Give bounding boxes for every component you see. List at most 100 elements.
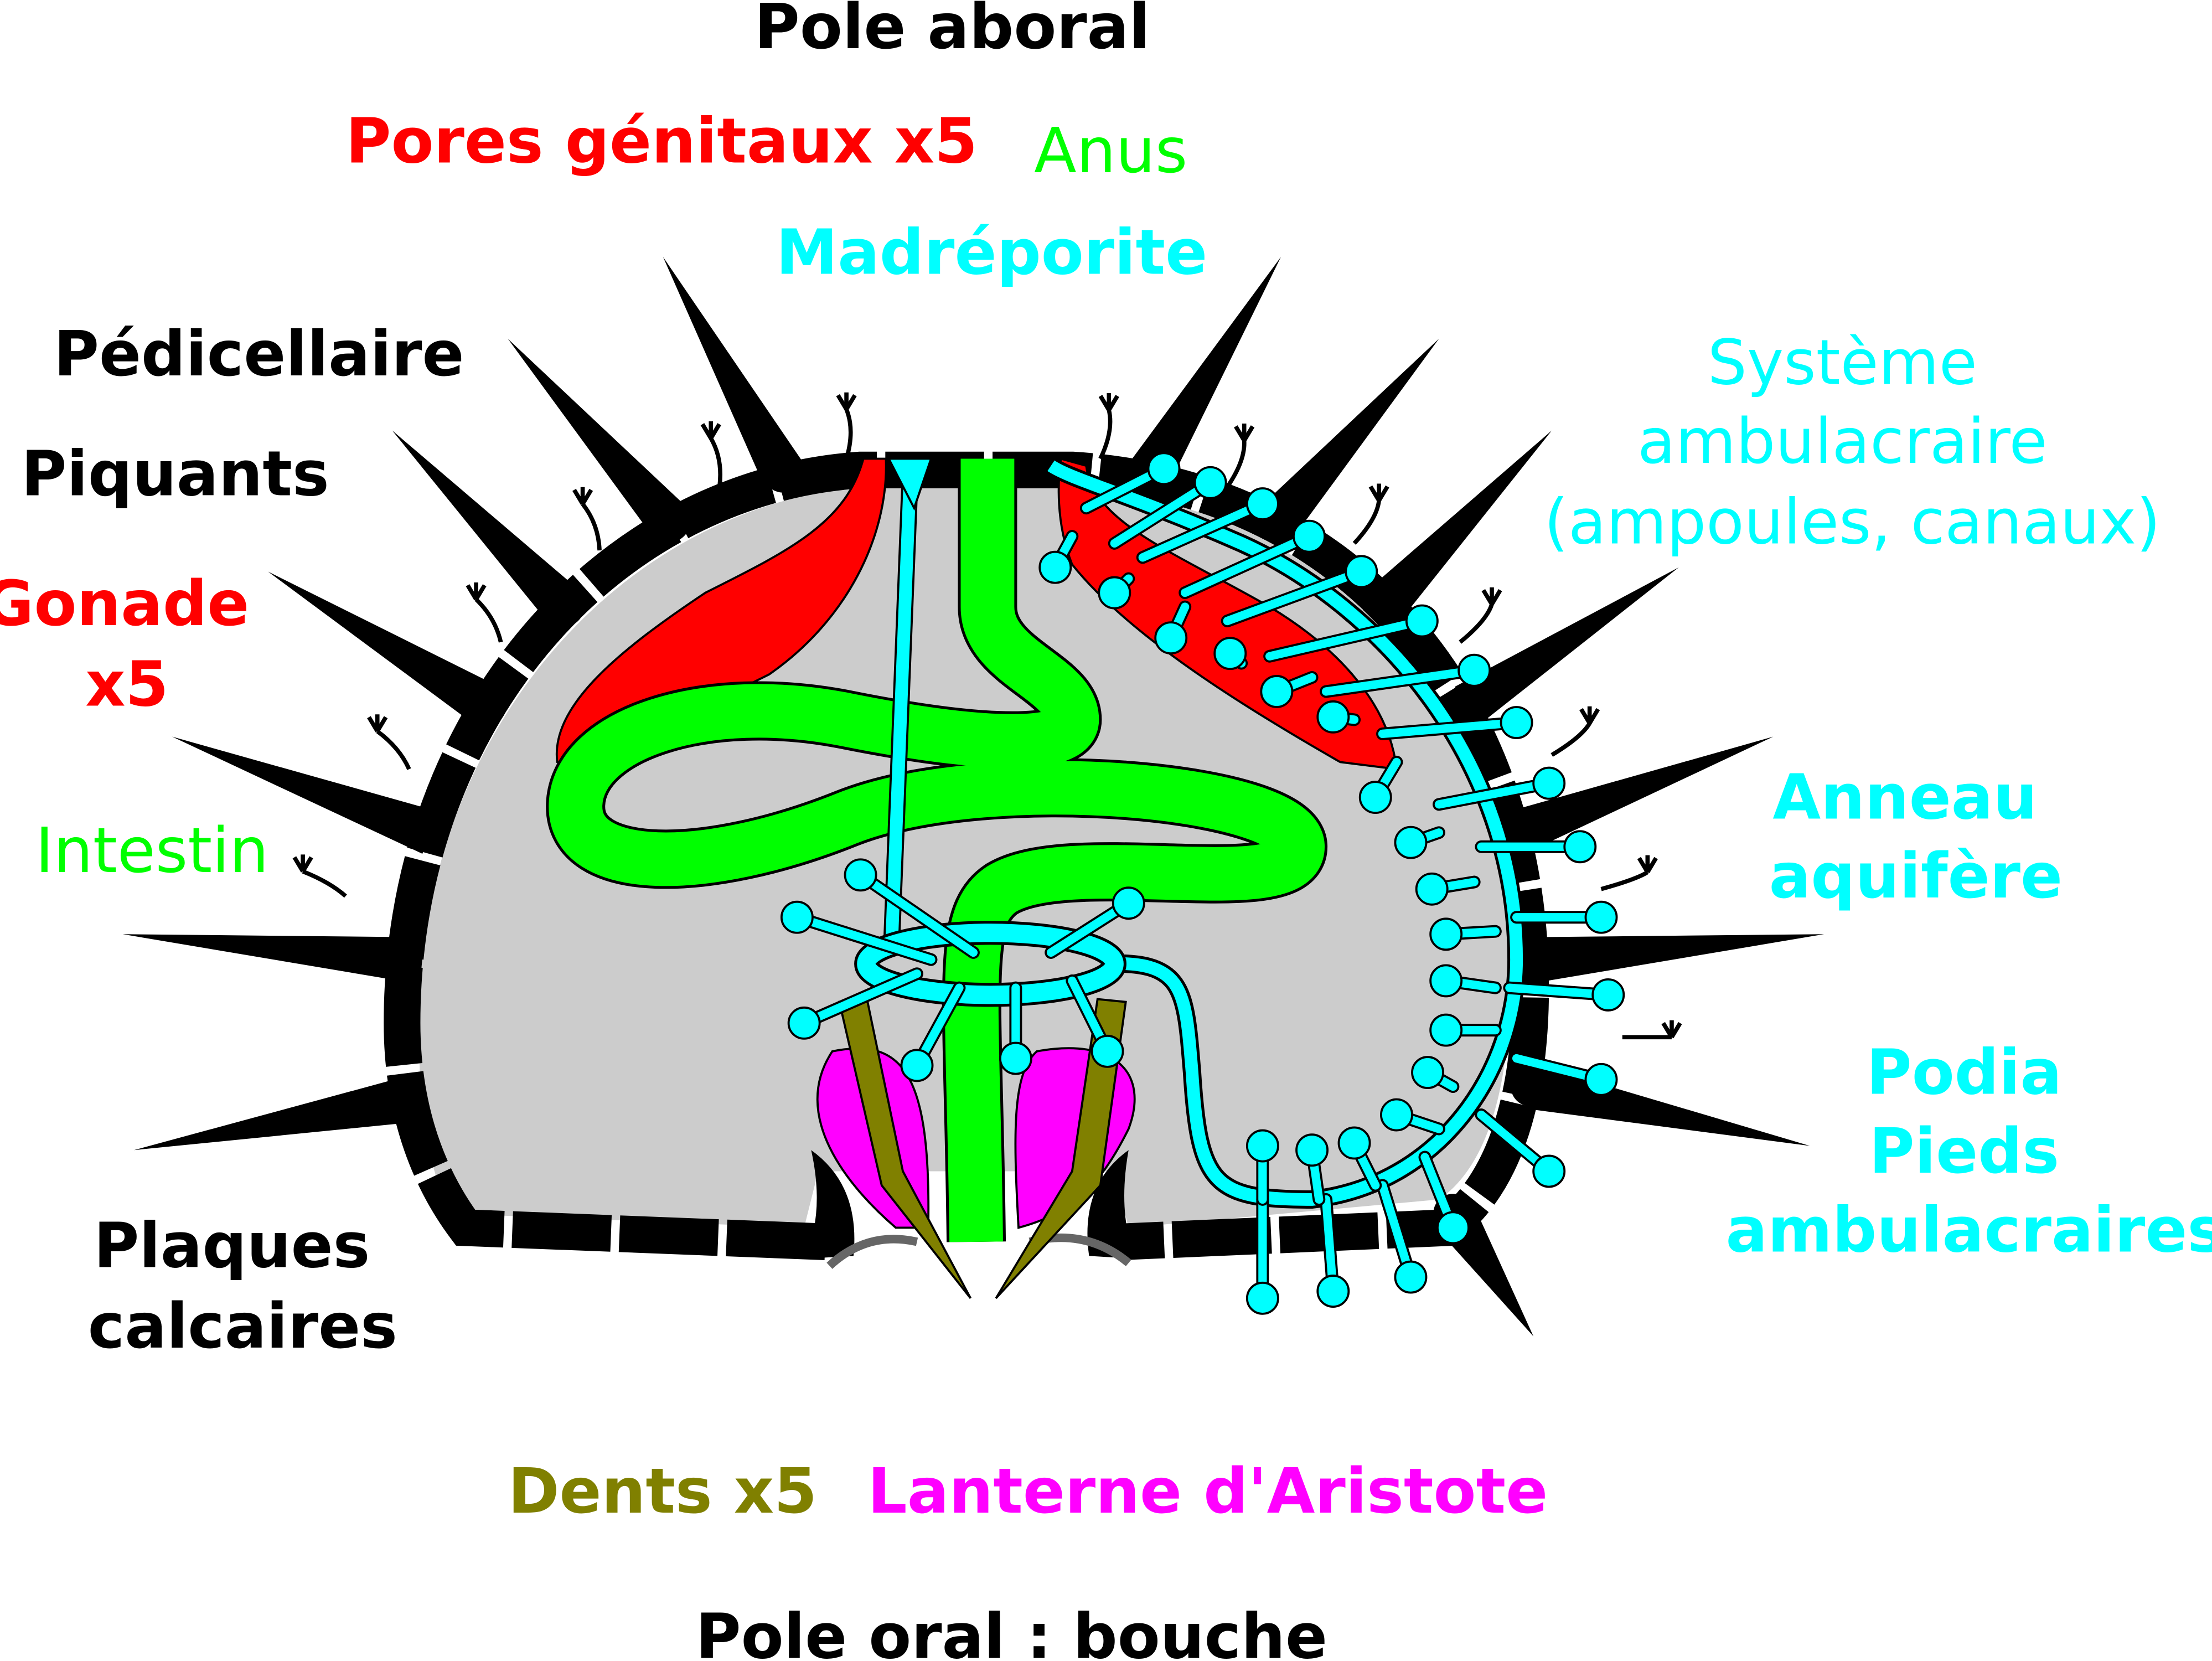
pedicellaire: [1600, 855, 1658, 891]
ampulla: [1293, 519, 1326, 553]
ampulla: [1394, 826, 1428, 859]
label-line: Plaques: [94, 1210, 370, 1282]
label-madreporite: Madréporite: [776, 217, 1208, 289]
spine: [1455, 567, 1679, 725]
label-piquants: Piquants: [21, 439, 329, 510]
ampulla: [1337, 1126, 1371, 1160]
pedicellaire: [466, 582, 503, 643]
ampulla: [1411, 1056, 1444, 1090]
label-line: (ampoules, canaux): [1544, 486, 2161, 558]
gonad-left: [555, 457, 887, 771]
stone-canal: [885, 479, 917, 946]
podium: [1378, 718, 1521, 739]
label-pedicellaire: Pédicellaire: [54, 318, 464, 390]
spine: [172, 736, 438, 854]
podium: [1321, 666, 1479, 696]
podium: [1138, 499, 1267, 562]
label-gonade-line: Gonade: [0, 568, 249, 640]
ampulla: [1584, 900, 1618, 934]
ampulla: [1591, 978, 1625, 1012]
pedicellaire: [1622, 1020, 1682, 1040]
label-line: aquifère: [1769, 840, 2063, 912]
spine: [1366, 430, 1552, 623]
label-line: Pieds: [1869, 1116, 2059, 1188]
label-systeme-ambulacraire: Système ambulacraire (ampoules, canaux): [1544, 327, 2161, 558]
ampulla: [1245, 1129, 1279, 1163]
podium: [1434, 778, 1553, 809]
ring-canal: [857, 924, 1124, 1004]
pedicellaire: [1352, 483, 1389, 545]
ampulla: [1563, 830, 1597, 864]
ampulla: [1098, 576, 1131, 610]
spine: [1130, 257, 1281, 485]
tooth-right: [995, 998, 1127, 1299]
spine: [1536, 934, 1825, 982]
pedicellaire: [1098, 393, 1119, 460]
spine: [134, 1078, 406, 1151]
ampulla: [1316, 700, 1350, 734]
ampulla: [787, 1006, 821, 1040]
ampulla: [1260, 675, 1294, 708]
label-line: ambulacraires: [1726, 1195, 2212, 1267]
ampullae-and-podia: [780, 452, 1625, 1315]
label-line: calcaires: [88, 1291, 397, 1363]
ampulla: [1429, 1013, 1463, 1047]
label-plaques-calcaires: Plaques calcaires: [88, 1210, 397, 1363]
label-line: Système: [1708, 327, 1977, 399]
ampulla: [1429, 917, 1463, 951]
ampulla: [1213, 637, 1247, 670]
label-gonade-line: x5: [85, 648, 168, 720]
ampulla: [1500, 706, 1533, 739]
label-anneau-aquifere: Anneau aquifère: [1769, 761, 2063, 912]
ampulla: [1429, 964, 1463, 998]
mouth-edge-right: [1087, 1150, 1136, 1259]
pedicellaire: [292, 854, 347, 898]
spine: [392, 430, 581, 623]
ampulla: [1038, 550, 1072, 584]
ampulla: [900, 1049, 934, 1082]
spine: [508, 338, 688, 538]
label-lanterne: Lanterne d'Aristote: [867, 1456, 1548, 1528]
pedicellaire: [836, 392, 857, 460]
podium: [1223, 567, 1366, 626]
ampulla: [1394, 1260, 1428, 1294]
ampulla: [1532, 766, 1566, 800]
pedicellaires: [292, 392, 1682, 1040]
ampulla: [1245, 487, 1279, 520]
label-pole-oral: Pole oral : bouche: [695, 1601, 1327, 1661]
label-intestin: Intestin: [35, 815, 269, 887]
label-pole-aboral: Pole aboral: [754, 0, 1150, 63]
label-line: ambulacraire: [1637, 406, 2047, 478]
podium: [856, 870, 978, 957]
label-line: Podia: [1867, 1036, 2063, 1108]
ampulla: [1112, 886, 1145, 920]
ampulla: [1358, 781, 1392, 814]
label-podia: Podia Pieds ambulacraires: [1726, 1036, 2212, 1266]
madreporite: [887, 457, 933, 511]
podium: [1110, 478, 1215, 548]
mouth-edge-left: [804, 1150, 855, 1259]
label-line: Anneau: [1772, 761, 2037, 833]
podium: [799, 969, 922, 1028]
ampulla: [780, 900, 814, 934]
radial-canal: [1047, 460, 1523, 1206]
intestine: [549, 458, 1325, 1242]
ampulla: [844, 858, 877, 892]
podium: [793, 913, 936, 964]
ampulla: [1345, 555, 1378, 589]
ampulla: [1154, 621, 1188, 655]
ampulla: [1147, 452, 1181, 486]
ampulla: [1458, 653, 1491, 687]
ampulla: [1193, 466, 1227, 499]
label-gonade: Gonade x5: [0, 568, 271, 720]
podium: [1181, 532, 1314, 597]
pedicellaire: [700, 421, 722, 487]
pedicellaire: [367, 714, 411, 770]
pedicellaire: [572, 487, 602, 551]
podium: [1265, 616, 1427, 661]
spine: [663, 257, 803, 484]
ampulla: [1295, 1133, 1329, 1167]
ampulla: [1415, 872, 1449, 906]
pedicellaire: [1551, 706, 1600, 757]
